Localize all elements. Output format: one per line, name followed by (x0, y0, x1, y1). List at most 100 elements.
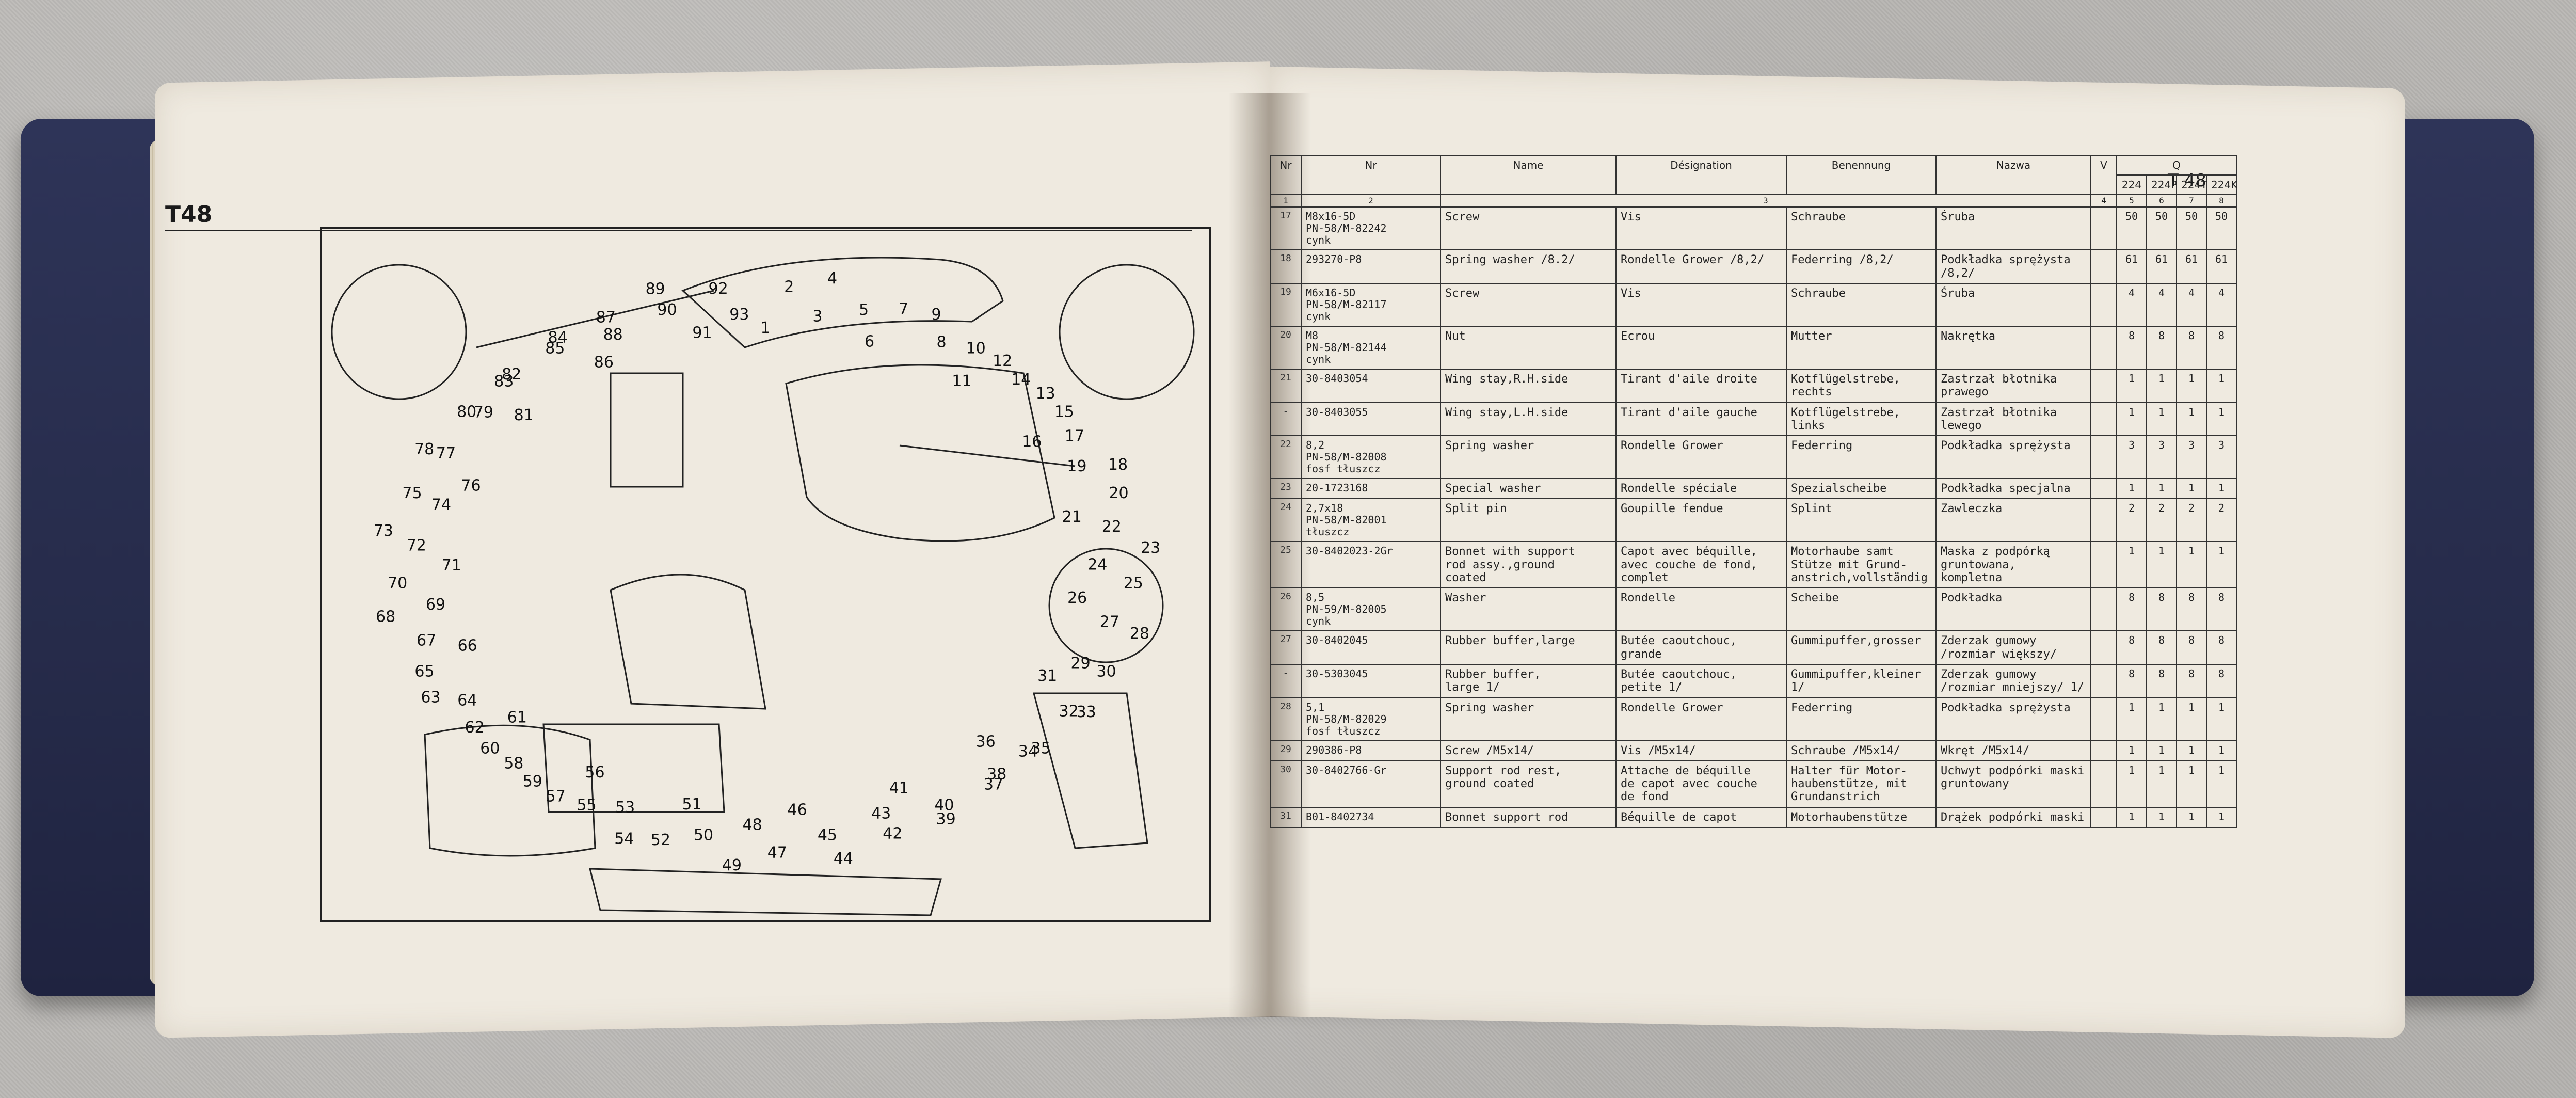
row-quantity: 61 (2116, 249, 2147, 284)
row-name-en: Wing stay,L.H.side (1440, 402, 1617, 437)
row-quantity: 8 (2116, 325, 2147, 370)
table-subheader-row: 224 224P 224T 224K (1270, 174, 2237, 195)
row-nazwa-pl: Wkręt /M5x14/ (1935, 740, 2091, 761)
callout-number: 93 (729, 306, 749, 324)
row-quantity: 1 (2206, 806, 2237, 829)
row-designation-fr: Vis (1615, 206, 1787, 251)
left-page-label: T48 (165, 201, 213, 228)
row-designation-fr: Tirant d'aile droite (1615, 368, 1787, 403)
callout-number: 79 (474, 403, 493, 421)
row-designation-fr: Rondelle Grower /8,2/ (1615, 249, 1787, 284)
row-designation-fr: Béquille de capot (1615, 806, 1787, 829)
row-designation-fr: Rondelle (1615, 587, 1787, 632)
row-nazwa-pl: Drążek podpórki maski (1935, 806, 2091, 829)
side-bracket-outline (1033, 692, 1148, 849)
callout-number: 52 (651, 831, 670, 849)
detail-circle-top-right (1059, 264, 1195, 400)
callout-number: 86 (594, 354, 614, 372)
row-benennung-de: Spezialscheibe (1786, 478, 1937, 500)
col-header-v: V (2090, 155, 2117, 195)
callout-number: 59 (523, 773, 542, 791)
row-quantity: 1 (2206, 541, 2237, 589)
row-part-number: 30-8403054 (1301, 368, 1441, 403)
row-v (2090, 435, 2117, 480)
row-part-number: 8,5 PN-59/M-82005 cynk (1301, 587, 1441, 632)
row-item-number: - (1270, 663, 1302, 698)
callout-number: 31 (1037, 667, 1057, 685)
row-nazwa-pl: Nakrętka (1935, 325, 2091, 370)
row-item-number: 30 (1270, 760, 1302, 808)
col-header-benennung: Benennung (1786, 155, 1937, 195)
row-quantity: 1 (2206, 478, 2237, 500)
row-v (2090, 402, 2117, 437)
callout-number: 41 (889, 779, 909, 798)
row-quantity: 1 (2176, 541, 2207, 589)
callout-number: 90 (657, 301, 677, 319)
row-benennung-de: Mutter (1786, 325, 1937, 370)
row-quantity: 8 (2116, 663, 2147, 698)
column-number: 1 (1270, 194, 1302, 208)
parts-table: Nr Nr Name Désignation Benennung Nazwa V… (1270, 155, 2237, 829)
row-quantity: 4 (2176, 282, 2207, 327)
callout-number: 74 (431, 496, 451, 514)
callout-number: 20 (1109, 484, 1128, 502)
column-number-row: 1 2 3 4 5 6 7 8 (1270, 194, 2237, 208)
callout-number: 81 (514, 406, 534, 424)
row-part-number: 20-1723168 (1301, 478, 1441, 500)
callout-number: 13 (1036, 385, 1055, 403)
callout-number: 49 (722, 856, 742, 874)
row-designation-fr: Goupille fendue (1615, 498, 1787, 543)
row-item-number: 19 (1270, 282, 1302, 327)
callout-number: 75 (402, 484, 422, 502)
column-number: 4 (2090, 194, 2117, 208)
callout-number: 65 (414, 663, 434, 681)
front-panel-outline (610, 574, 766, 710)
callout-number: 83 (494, 373, 514, 391)
row-quantity: 61 (2176, 249, 2207, 284)
row-item-number: 17 (1270, 206, 1302, 251)
row-benennung-de: Schraube (1786, 206, 1937, 251)
row-quantity: 1 (2206, 697, 2237, 741)
callout-number: 92 (709, 280, 728, 298)
row-quantity: 3 (2116, 435, 2147, 480)
row-nazwa-pl: Podkładka specjalna (1935, 478, 2091, 500)
row-part-number: B01-8402734 (1301, 806, 1441, 829)
row-quantity: 1 (2146, 541, 2177, 589)
row-benennung-de: Federring (1786, 435, 1937, 480)
callout-number: 45 (818, 826, 837, 845)
row-benennung-de: Schraube /M5x14/ (1786, 740, 1937, 761)
row-quantity: 1 (2116, 697, 2147, 741)
row-nazwa-pl: Podkładka sprężysta (1935, 435, 2091, 480)
column-number: 2 (1301, 194, 1441, 208)
callout-number: 58 (504, 755, 523, 773)
callout-number: 2 (784, 278, 794, 296)
column-number: 3 (1440, 194, 2091, 208)
callout-number: 60 (480, 740, 500, 758)
row-quantity: 1 (2206, 368, 2237, 403)
row-benennung-de: Kotflügelstrebe, rechts (1786, 368, 1937, 403)
row-quantity: 1 (2176, 368, 2207, 403)
callout-number: 22 (1102, 518, 1122, 536)
row-quantity: 1 (2176, 402, 2207, 437)
row-quantity: 50 (2116, 206, 2147, 251)
callout-number: 11 (952, 372, 971, 390)
callout-number: 68 (376, 608, 395, 626)
callout-number: 15 (1054, 403, 1074, 421)
row-quantity: 1 (2146, 402, 2177, 437)
callout-number: 77 (436, 444, 456, 463)
row-quantity: 8 (2206, 325, 2237, 370)
col-header-q-224t: 224T (2176, 174, 2207, 195)
col-header-nazwa: Nazwa (1935, 155, 2091, 195)
callout-number: 8 (937, 333, 947, 351)
bonnet-outline (681, 257, 1004, 348)
detail-circle-left (331, 264, 467, 400)
car-body-drawing (331, 257, 1195, 916)
col-header-q-224: 224 (2116, 174, 2147, 195)
callout-number: 12 (993, 352, 1012, 370)
grille-frame-outline (424, 724, 596, 857)
row-benennung-de: Gummipuffer,grosser (1786, 630, 1937, 665)
row-item-number: 27 (1270, 630, 1302, 665)
